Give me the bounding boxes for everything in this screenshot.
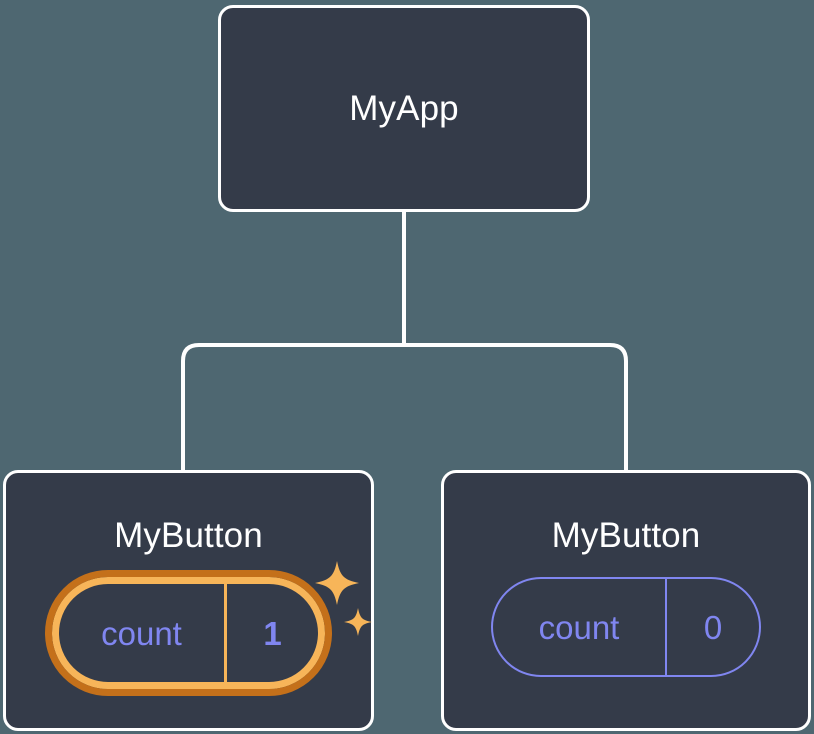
state-pill-highlighted[interactable]: count 1 [45, 570, 332, 696]
tree-node-child-1[interactable]: MyButton count 0 [441, 470, 811, 731]
state-pill-wrap-1: count 0 [491, 577, 761, 677]
state-value-0: 1 [224, 584, 318, 682]
connector-bracket [181, 343, 628, 470]
node-root-label: MyApp [349, 89, 459, 128]
state-key-0: count [101, 614, 182, 652]
tree-node-child-0[interactable]: MyButton count 1 [3, 470, 374, 731]
tree-node-root[interactable]: MyApp [218, 5, 590, 212]
node-child-0-label: MyButton [114, 516, 263, 555]
state-key-1: count [538, 608, 620, 646]
state-value-1: 0 [665, 579, 759, 675]
state-pill-wrap-0: count 1 [45, 561, 372, 696]
state-pill-plain[interactable]: count 0 [491, 577, 761, 677]
node-child-1-label: MyButton [551, 516, 701, 555]
sparkle-large-icon [315, 561, 359, 605]
sparkle-small-icon [344, 608, 372, 636]
